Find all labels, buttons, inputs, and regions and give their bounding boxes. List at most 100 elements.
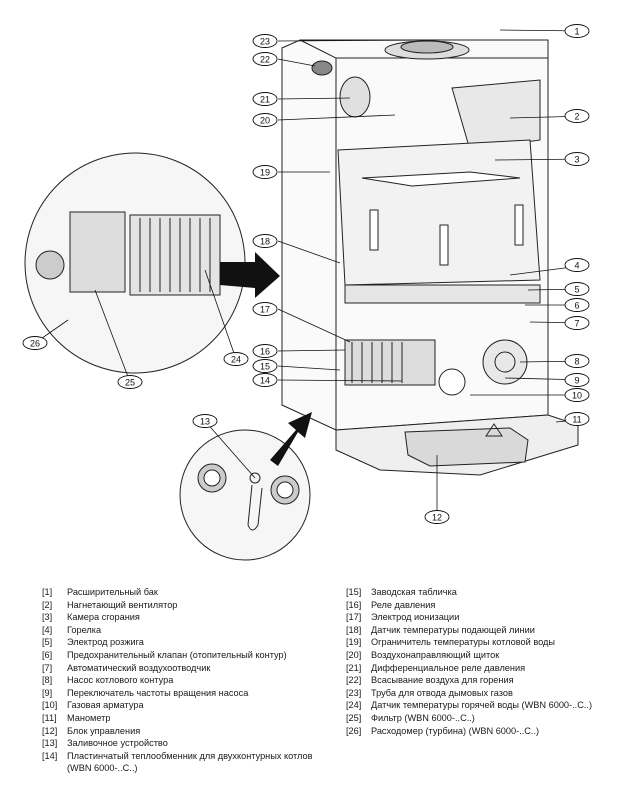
- callout-number: 8: [574, 357, 579, 367]
- legend-text: Датчик температуры подающей линии: [371, 624, 535, 635]
- callout-3: 3: [564, 152, 590, 166]
- legend-text: Заводская табличка: [371, 587, 457, 597]
- legend-number: [10]: [42, 700, 58, 711]
- callout-number: 23: [260, 37, 270, 47]
- legend-number: [8]: [42, 675, 53, 686]
- legend-number: [23]: [346, 687, 362, 698]
- legend-text: Расходомер (турбина) (WBN 6000-..C..): [371, 725, 540, 736]
- callout-26: 26: [22, 336, 48, 350]
- callout-number: 7: [574, 319, 579, 329]
- callout-1: 1: [564, 24, 590, 38]
- legend-number: [25]: [346, 713, 362, 723]
- legend-text: Электрод ионизации: [371, 612, 460, 623]
- callout-2: 2: [564, 109, 590, 123]
- legend-number: [11]: [42, 713, 57, 723]
- legend-text: Пластинчатый теплообменник для двухконту…: [67, 750, 313, 761]
- legend-text: Автоматический воздухоотводчик: [67, 662, 211, 673]
- legend-text: Всасывание воздуха для горения: [371, 675, 514, 686]
- legend-text: Воздухонаправляющий щиток: [371, 650, 500, 660]
- callout-24: 24: [223, 352, 249, 366]
- control-panel: [335, 414, 579, 476]
- legend-text: Электрод розжига: [67, 637, 144, 648]
- legend-number: [18]: [346, 624, 362, 635]
- callout-number: 20: [260, 116, 270, 126]
- legend-number: [15]: [346, 587, 362, 597]
- callout-17: 17: [252, 302, 278, 316]
- callout-number: 1: [574, 27, 579, 37]
- legend-number: [2]: [42, 599, 53, 610]
- callout-number: 10: [572, 391, 582, 401]
- legend-number: [17]: [346, 612, 362, 623]
- detail-circle-filling: [179, 429, 311, 561]
- legend-text: Горелка: [67, 624, 102, 635]
- legend-text: Предохранительный клапан (отопительный к…: [67, 650, 287, 660]
- callout-16: 16: [252, 344, 278, 358]
- callout-number: 2: [574, 112, 579, 122]
- callout-number: 6: [574, 301, 579, 311]
- callout-number: 15: [260, 362, 270, 372]
- legend-number: [5]: [42, 637, 53, 648]
- callout-number: 21: [260, 95, 270, 105]
- legend-number: [9]: [42, 687, 53, 698]
- legend-text: Заливочное устройство: [67, 738, 168, 749]
- legend-number: [13]: [42, 738, 58, 749]
- callout-22: 22: [252, 52, 278, 66]
- callout-18: 18: [252, 234, 278, 248]
- callout-9: 9: [564, 373, 590, 387]
- callout-7: 7: [564, 316, 590, 330]
- callout-number: 24: [231, 355, 241, 365]
- legend-number: [19]: [346, 637, 362, 648]
- callout-15: 15: [252, 359, 278, 373]
- legend-text: Реле давления: [371, 599, 436, 610]
- legend-number: [3]: [42, 612, 53, 623]
- legend-text: Датчик температуры горячей воды (WBN 600…: [371, 700, 593, 711]
- legend-text: Переключатель частоты вращения насоса: [67, 687, 249, 698]
- callouts: 1234567891011121314151617181920212223242…: [22, 24, 590, 524]
- callout-11: 11: [564, 412, 590, 426]
- callout-8: 8: [564, 354, 590, 368]
- callout-19: 19: [252, 165, 278, 179]
- callout-23: 23: [252, 34, 278, 48]
- detail-circle-exchanger: [24, 152, 246, 374]
- legend-number: [7]: [42, 662, 53, 673]
- legend-number: [26]: [346, 725, 362, 736]
- legend-number: [1]: [42, 587, 53, 597]
- combustion-chamber: [337, 139, 541, 286]
- legend-number: [21]: [346, 662, 362, 673]
- legend-text: Фильтр (WBN 6000-..C..): [371, 713, 475, 723]
- callout-number: 11: [572, 415, 581, 425]
- legend-number: [16]: [346, 599, 362, 610]
- callout-4: 4: [564, 258, 590, 272]
- legend-text: Дифференциальное реле давления: [371, 662, 526, 673]
- callout-number: 13: [200, 417, 210, 427]
- legend-number: [4]: [42, 624, 53, 635]
- callout-20: 20: [252, 113, 278, 127]
- callout-number: 22: [260, 55, 270, 65]
- legend-number: [6]: [42, 650, 53, 660]
- callout-number: 5: [574, 285, 579, 295]
- callout-6: 6: [564, 298, 590, 312]
- callout-number: 19: [260, 168, 270, 178]
- legend-text: Камера сгорания: [67, 612, 140, 623]
- callout-number: 9: [574, 376, 579, 386]
- detail-arrows: [220, 252, 312, 466]
- burner: [344, 284, 541, 304]
- callout-number: 17: [260, 305, 270, 315]
- callout-10: 10: [564, 388, 590, 402]
- callout-21: 21: [252, 92, 278, 106]
- legend-text: Труба для отвода дымовых газов: [371, 687, 513, 698]
- boiler-diagram: 1234567891011121314151617181920212223242…: [22, 24, 590, 561]
- callout-number: 12: [432, 513, 442, 523]
- callout-number: 18: [260, 237, 270, 247]
- callout-number: 14: [260, 376, 270, 386]
- legend-text: Нагнетающий вентилятор: [67, 599, 178, 610]
- legend-number: [14]: [42, 750, 58, 761]
- callout-14: 14: [252, 373, 278, 387]
- legend-number: [22]: [346, 675, 362, 686]
- callout-13: 13: [192, 414, 218, 428]
- legend-text-continued: (WBN 6000-..C..): [67, 763, 138, 774]
- callout-number: 3: [574, 155, 579, 165]
- flue-pipe: [311, 40, 470, 76]
- callout-12: 12: [424, 510, 450, 524]
- legend-text: Манометр: [67, 713, 111, 723]
